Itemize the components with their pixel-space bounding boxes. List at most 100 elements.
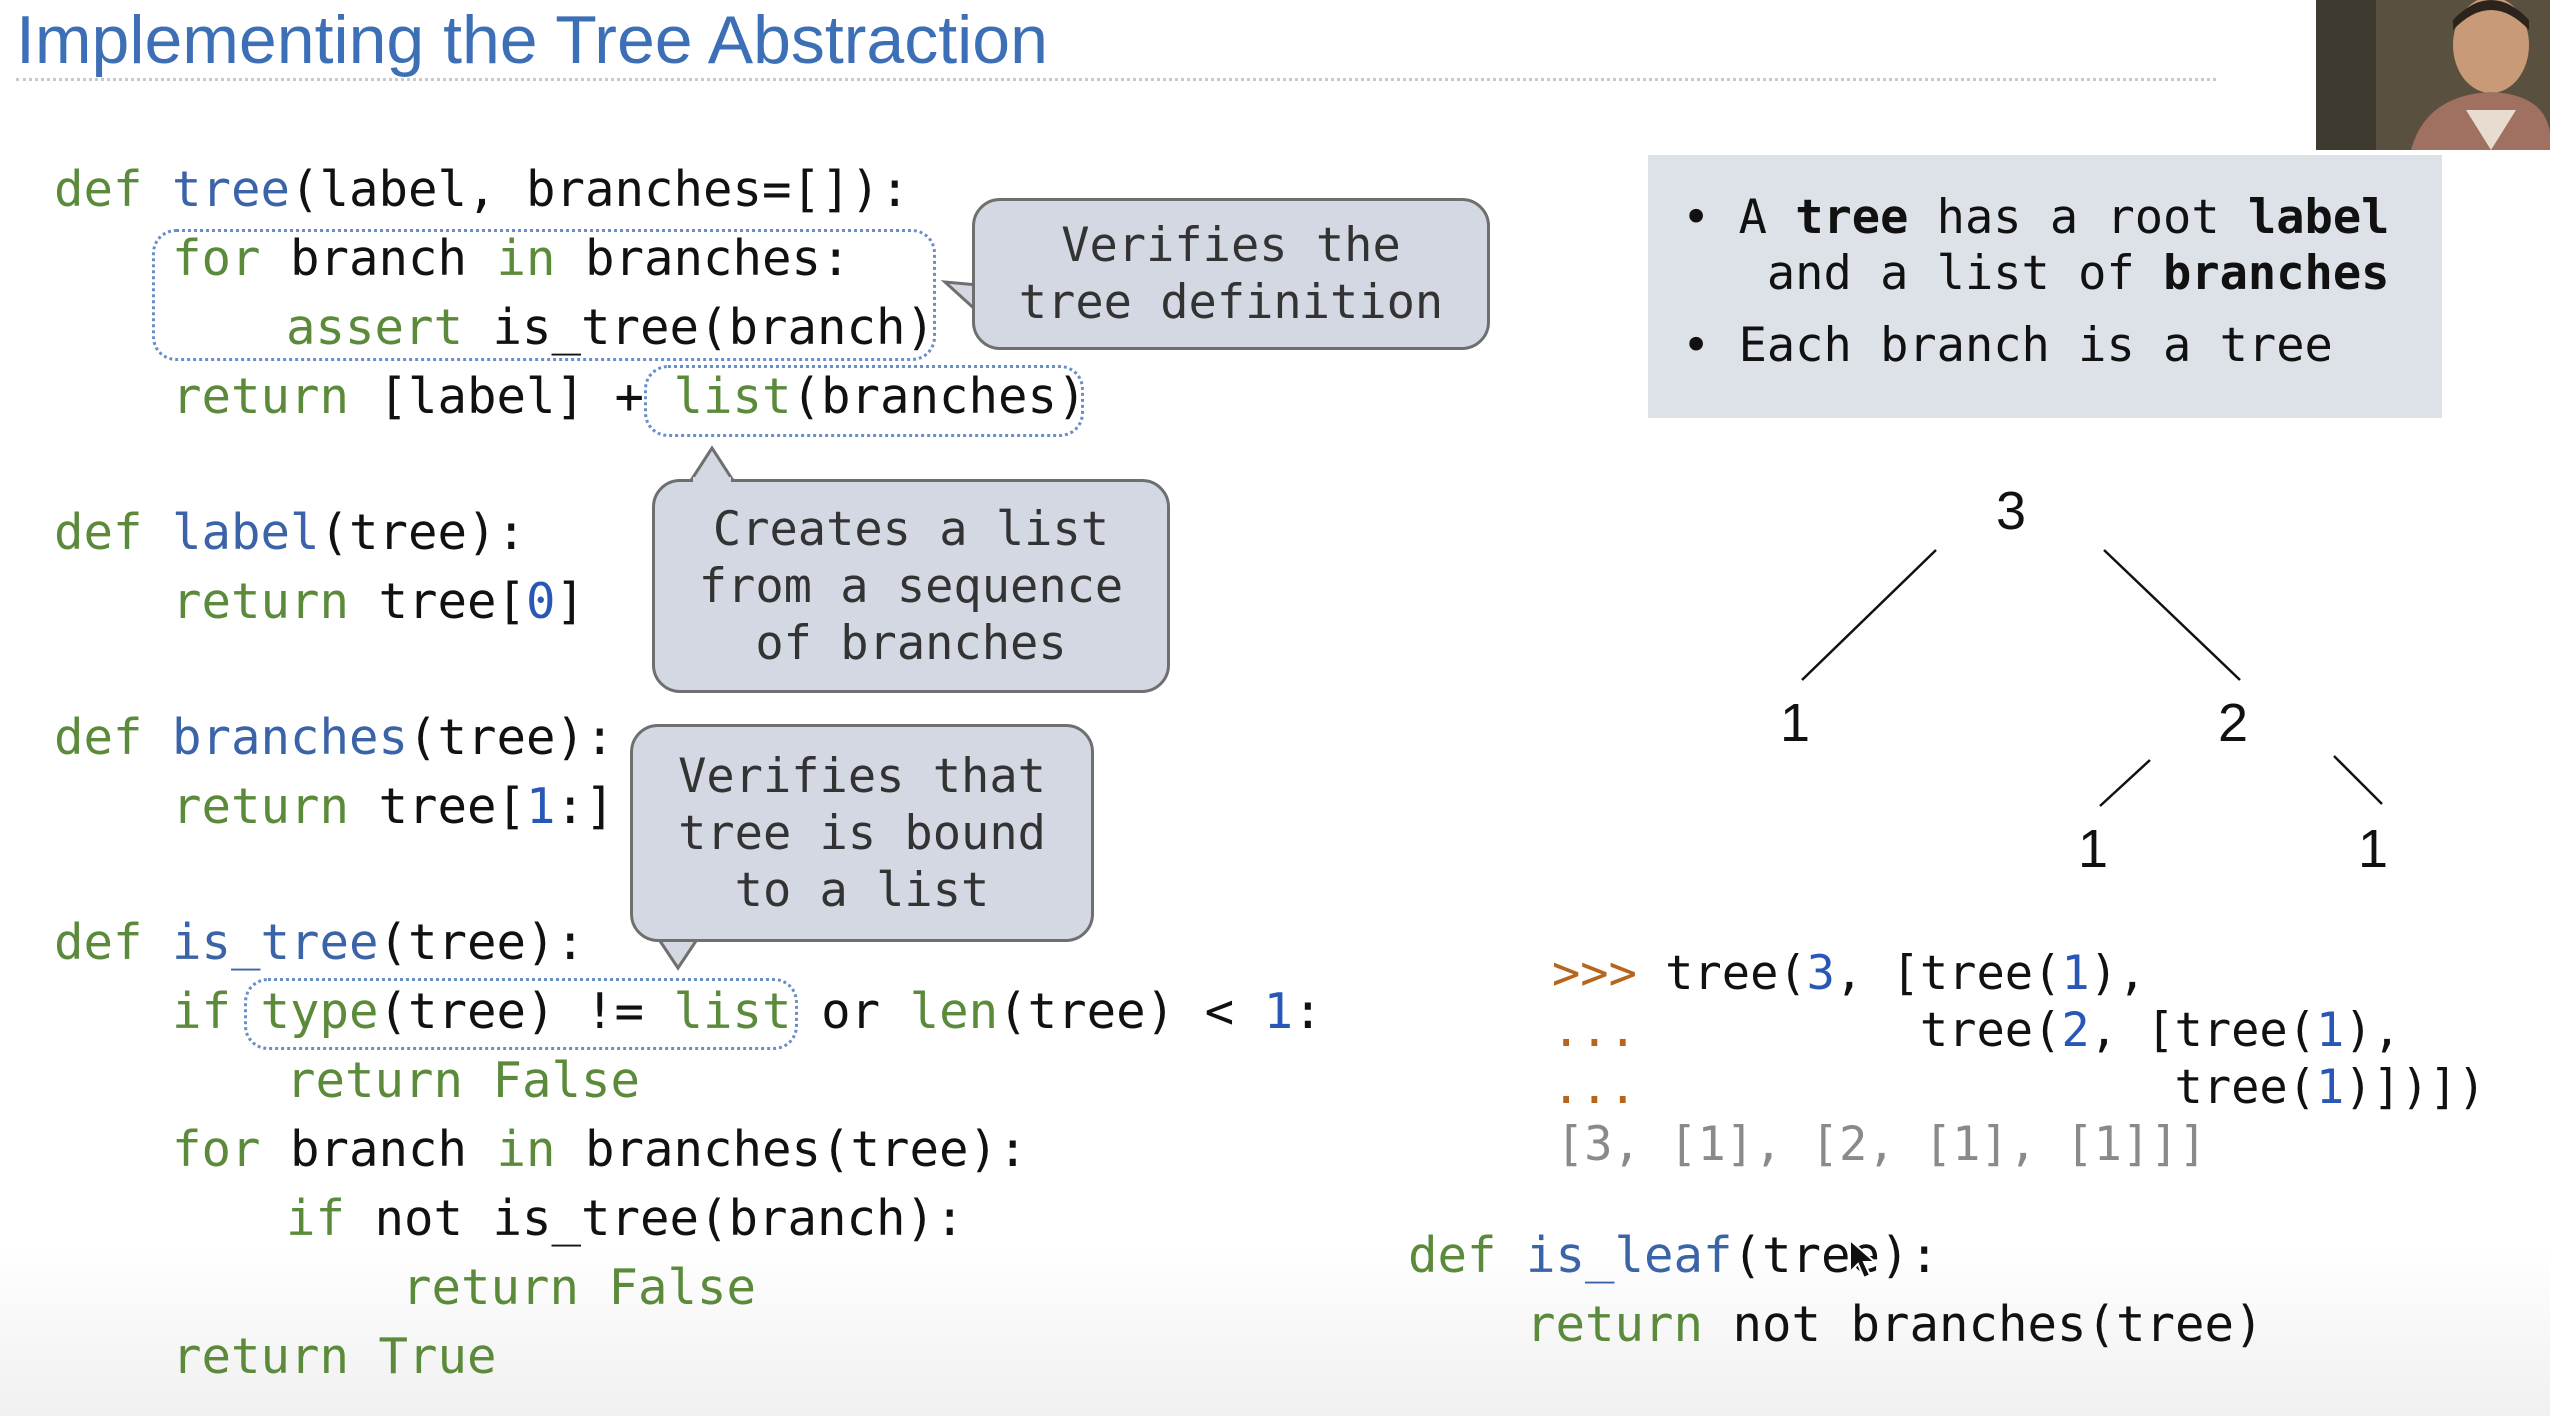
keyword-or: or [791, 983, 910, 1040]
edge-right-right [2333, 755, 2383, 805]
code-text: branches(tree): [555, 1121, 1028, 1178]
keyword-def: def [54, 914, 173, 971]
edge-right-left [2099, 759, 2151, 807]
keyword-return: return [402, 1259, 609, 1316]
keyword-false: False [492, 1052, 641, 1109]
keyword-in: in [496, 230, 556, 287]
code-text: (branches) [791, 368, 1087, 425]
keyword-if: if [172, 983, 261, 1040]
tree-node-right-right-leaf: 1 [2358, 819, 2389, 879]
bullet-each-branch: • Each branch is a tree [1682, 317, 2333, 375]
fn-branches: branches [172, 709, 409, 766]
code-line-assert: assert is_tree(branch) [286, 298, 935, 358]
code-text: :] [555, 778, 615, 835]
keyword-not: not [374, 1190, 464, 1247]
repl-prompt: >>> [1552, 946, 1637, 1001]
code-text: is_tree(branch) [463, 299, 936, 356]
code-text: is_tree(branch): [463, 1190, 965, 1247]
number-literal: 2 [2061, 1003, 2090, 1058]
code-line-if-not: if not is_tree(branch): [286, 1189, 965, 1249]
code-line-return-list: return [label] + list(branches) [172, 367, 1087, 427]
code-text: branch [260, 1121, 497, 1178]
keyword-return: return [172, 1328, 379, 1385]
number-literal: 1 [2316, 1003, 2345, 1058]
keyword-return: return [172, 368, 350, 425]
builtin-type: type [260, 983, 379, 1040]
builtin-list: list [673, 368, 792, 425]
number-literal: 1 [526, 778, 556, 835]
keyword-return: return [172, 778, 350, 835]
edge-root-right [2103, 549, 2241, 681]
info-text: A [1710, 190, 1796, 245]
code-text: (tree) != [378, 983, 674, 1040]
highlight-list-call [644, 365, 1084, 437]
keyword-for: for [172, 230, 261, 287]
code-text: (tree): [378, 914, 586, 971]
fn-is-tree: is_tree [172, 914, 379, 971]
keyword-assert: assert [286, 299, 464, 356]
code-line-def-is-tree: def is_tree(tree): [54, 913, 585, 973]
code-text: branch [260, 230, 497, 287]
keyword-def: def [54, 504, 173, 561]
edge-root-left [1801, 549, 1937, 681]
repl-line-2: ... tree(2, [tree(1), [1552, 1001, 2401, 1061]
tree-node-right: 2 [2218, 693, 2249, 753]
presenter-image [2316, 0, 2550, 150]
code-text: [label] + [349, 368, 674, 425]
repl-output: [3, [1], [2, [1], [1]]] [1556, 1117, 2207, 1172]
tree-node-right-left-leaf: 1 [2078, 819, 2109, 879]
info-bold-tree: tree [1795, 190, 1909, 245]
code-line-def-label: def label(tree): [54, 503, 526, 563]
code-line-for-branch: for branch in branches: [172, 229, 851, 289]
code-line-return-true: return True [172, 1327, 497, 1387]
keyword-return: return [286, 1052, 493, 1109]
code-text: tree( [1636, 946, 1807, 1001]
code-text: (tree): [319, 504, 527, 561]
fn-label: label [172, 504, 320, 561]
code-text: tree[ [349, 573, 527, 630]
code-line-return-label: return tree[0] [172, 572, 585, 632]
keyword-def: def [54, 161, 173, 218]
code-line-if-type: if type(tree) != list or len(tree) < 1: [172, 982, 1323, 1042]
code-text: tree( [1636, 1060, 2317, 1115]
title-divider [16, 78, 2216, 81]
keyword-true: True [378, 1328, 497, 1385]
webcam-video [2316, 0, 2550, 150]
bullet-root-label-line2: and a list of branches [1682, 245, 2390, 303]
code-text: (tree): [1732, 1227, 1940, 1284]
callout-verify-list: Verifies that tree is bound to a list [630, 724, 1094, 942]
info-text: has a root [1908, 190, 2248, 245]
keyword-return: return [1526, 1296, 1704, 1353]
callout-verify-definition: Verifies the tree definition [972, 198, 1490, 350]
code-text: not branches(tree) [1703, 1296, 2264, 1353]
tree-definition-box: • A tree has a root label and a list of … [1648, 155, 2442, 418]
keyword-for: for [172, 1121, 261, 1178]
code-line-def-branches: def branches(tree): [54, 708, 615, 768]
code-text: tree( [1636, 1003, 2062, 1058]
builtin-list: list [673, 983, 792, 1040]
info-text: and a list of [1682, 246, 2164, 301]
repl-continuation: ... [1552, 1003, 1637, 1058]
info-bold-branches: branches [2163, 246, 2390, 301]
builtin-len: len [909, 983, 999, 1040]
code-line-def-tree: def tree(label, branches=[]): [54, 160, 910, 220]
repl-line-3: ... tree(1)])]) [1552, 1058, 2486, 1118]
code-text: )])]) [2344, 1060, 2486, 1115]
keyword-return: return [172, 573, 350, 630]
number-literal: 3 [1806, 946, 1835, 1001]
keyword-def: def [1408, 1227, 1527, 1284]
code-text: ), [2344, 1003, 2401, 1058]
slide-title: Implementing the Tree Abstraction [16, 2, 1048, 78]
code-text: ] [555, 573, 586, 630]
tree-node-left-leaf: 1 [1780, 693, 1811, 753]
info-text: Each branch is a tree [1710, 318, 2333, 373]
repl-continuation: ... [1552, 1060, 1637, 1115]
code-text: tree[ [349, 778, 527, 835]
mouse-cursor-icon [1849, 1238, 1878, 1280]
code-text: , [tree( [1834, 946, 2062, 1001]
code-text: , [tree( [2089, 1003, 2317, 1058]
code-line-def-is-leaf: def is_leaf(tree): [1408, 1226, 1939, 1286]
code-text: (tree): [408, 709, 615, 766]
code-line-for-branches: for branch in branches(tree): [172, 1120, 1028, 1180]
